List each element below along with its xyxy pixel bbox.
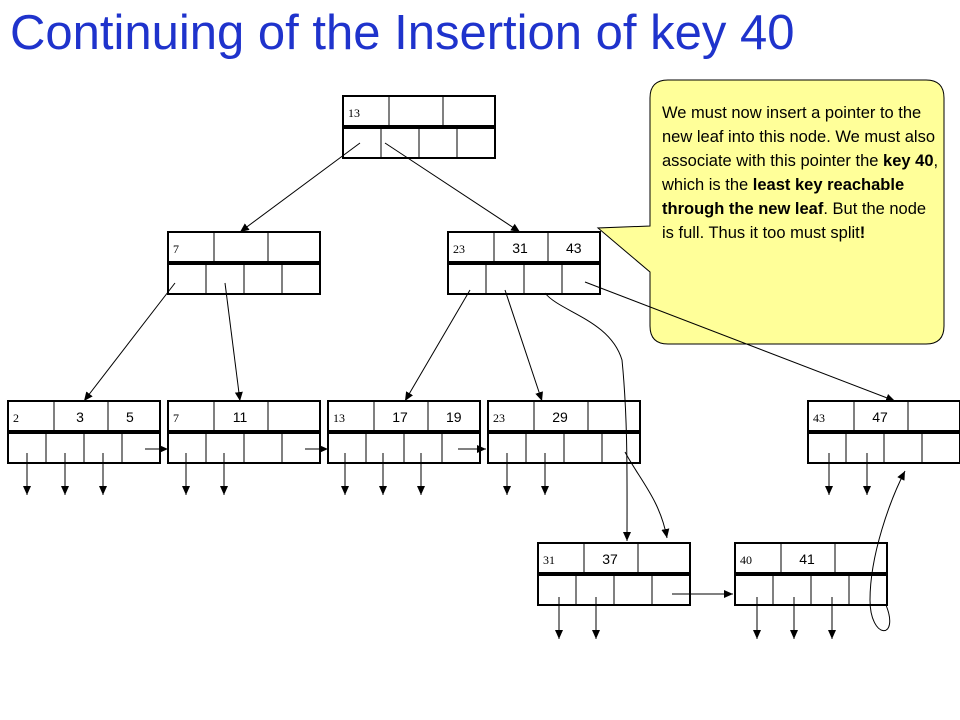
node-key: 31: [543, 553, 555, 567]
node-key: 41: [799, 551, 815, 567]
tree-node-inner-right: 23 31 43: [447, 231, 601, 295]
callout-bold-least-key: least key reachable through the new leaf: [662, 176, 905, 218]
tree-node-root: 13: [342, 95, 496, 159]
callout-bubble: [596, 79, 945, 345]
tree-node-leaf-31: 31 37: [537, 542, 691, 606]
node-key: 17: [392, 409, 408, 425]
node-key: 13: [333, 411, 345, 425]
callout-line1: We must now insert a pointer to the new …: [662, 104, 936, 170]
node-key: 43: [813, 411, 825, 425]
callout-bold-key: key 40: [883, 152, 934, 170]
pointer-inner-right-to-leaf-23: [504, 289, 543, 402]
node-key: 40: [740, 553, 752, 567]
node-key: 7: [173, 411, 179, 425]
node-key: 13: [348, 106, 360, 120]
pointer-inner-right-to-leaf-13: [404, 289, 471, 402]
callout-line2: , which is the: [662, 152, 939, 194]
node-key: 23: [453, 242, 465, 256]
pointer-inner-right-to-leaf-31: [544, 292, 632, 542]
node-key: 37: [602, 551, 618, 567]
tree-node-leaf-40: 40 41: [734, 542, 888, 606]
sibling-link-leaf-23: [624, 451, 670, 539]
node-key: 3: [76, 409, 84, 425]
sibling-link-leaf-40: [869, 470, 906, 632]
node-key: 5: [126, 409, 134, 425]
node-key: 31: [512, 240, 528, 256]
pointer-inner-right-to-leaf-43: [584, 281, 896, 402]
tree-node-leaf-7: 7 11: [167, 400, 321, 464]
node-key: 19: [446, 409, 462, 425]
tree-node-leaf-2: 2 3 5: [7, 400, 161, 464]
pointer-root-to-inner-left: [239, 142, 361, 233]
callout-line3: . But the node is full. Thus it too must…: [662, 200, 927, 242]
pointer-root-to-inner-right: [384, 142, 521, 233]
node-key: 7: [173, 242, 179, 256]
node-key: 23: [493, 411, 505, 425]
tree-node-leaf-43: 43 47: [807, 400, 960, 464]
tree-pointers: [23, 142, 906, 639]
pointer-inner-left-to-leaf-7: [224, 282, 243, 402]
tree-node-inner-left: 7: [167, 231, 321, 295]
callout-bold-exclaim: !: [859, 224, 866, 242]
node-key: 2: [13, 411, 19, 425]
tree-node-leaf-13: 13 17 19: [327, 400, 481, 464]
node-key: 29: [552, 409, 568, 425]
slide-title: Continuing of the Insertion of key 40: [10, 6, 795, 60]
pointer-inner-left-to-leaf-2: [83, 282, 176, 402]
tree-node-leaf-23: 23 29: [487, 400, 641, 464]
node-key: 47: [872, 409, 888, 425]
node-key: 11: [233, 409, 248, 425]
node-key: 43: [566, 240, 582, 256]
callout-text: We must now insert a pointer to the new …: [662, 101, 942, 245]
